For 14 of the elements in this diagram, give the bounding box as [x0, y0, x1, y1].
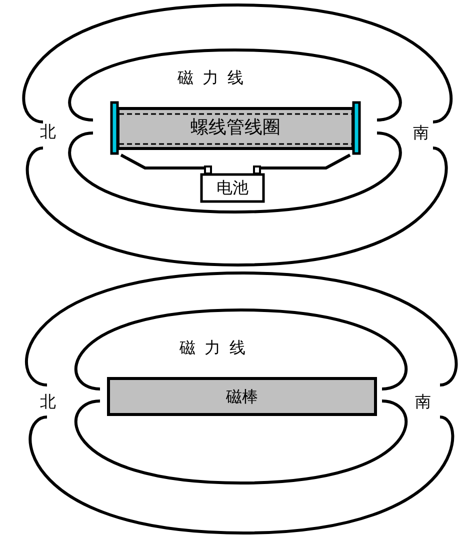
pole-label: 北 [40, 124, 56, 140]
bar-magnet [107, 377, 377, 416]
node-label: 磁棒 [226, 388, 258, 404]
field-line-label: 磁力线 [178, 70, 252, 86]
solenoid-coil [110, 101, 361, 155]
node-label: 螺线管线圈 [190, 119, 280, 137]
battery [200, 165, 265, 203]
field-line-label: 磁力线 [180, 340, 254, 356]
pole-label: 南 [415, 394, 431, 410]
pole-label: 南 [413, 125, 429, 141]
wire [120, 154, 205, 170]
node-label: 电池 [216, 180, 248, 196]
wire [260, 154, 351, 170]
pole-label: 北 [40, 394, 56, 410]
